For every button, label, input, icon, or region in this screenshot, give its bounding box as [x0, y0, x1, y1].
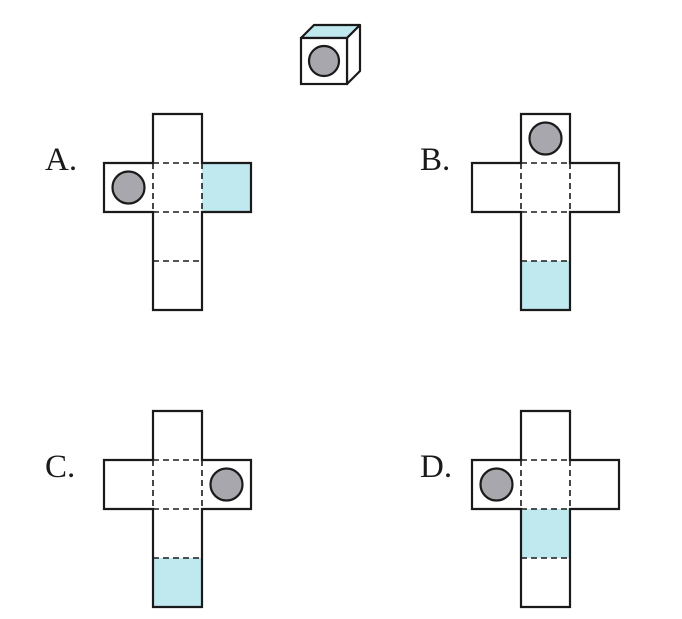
- option-b-face-below: [521, 212, 570, 261]
- option-b-face-right: [570, 163, 619, 212]
- option-b-face-left: [472, 163, 521, 212]
- option-c-face-left: [104, 460, 153, 509]
- option-a-face-top: [153, 114, 202, 163]
- option-a-face-bottom: [153, 261, 202, 310]
- option-a-face-center: [153, 163, 202, 212]
- option-d-face-top: [521, 411, 570, 460]
- option-a-face-right: [202, 163, 251, 212]
- cube-circle-mark: [307, 44, 341, 78]
- option-d-face-right: [570, 460, 619, 509]
- option-d-face-bottom: [521, 558, 570, 607]
- option-a-face-below: [153, 212, 202, 261]
- option-b-face-center: [521, 163, 570, 212]
- reference-cube: [299, 23, 362, 86]
- option-d-circle-mark: [479, 467, 514, 502]
- option-d-net: [470, 409, 621, 609]
- option-c-label: C.: [45, 449, 75, 485]
- option-a-label: A.: [45, 142, 77, 178]
- option-c-net: [102, 409, 253, 609]
- option-d-face-below: [521, 509, 570, 558]
- option-c-face-top: [153, 411, 202, 460]
- option-d-face-center: [521, 460, 570, 509]
- option-d-label: D.: [420, 449, 452, 485]
- option-b-face-bottom: [521, 261, 570, 310]
- option-c-face-center: [153, 460, 202, 509]
- option-a-net: [102, 112, 253, 312]
- option-c-face-bottom: [153, 558, 202, 607]
- option-b-label: B.: [420, 142, 450, 178]
- option-b-circle-mark: [528, 121, 563, 156]
- option-b-net: [470, 112, 621, 312]
- option-c-circle-mark: [209, 467, 244, 502]
- option-c-face-below: [153, 509, 202, 558]
- option-a-circle-mark: [111, 170, 146, 205]
